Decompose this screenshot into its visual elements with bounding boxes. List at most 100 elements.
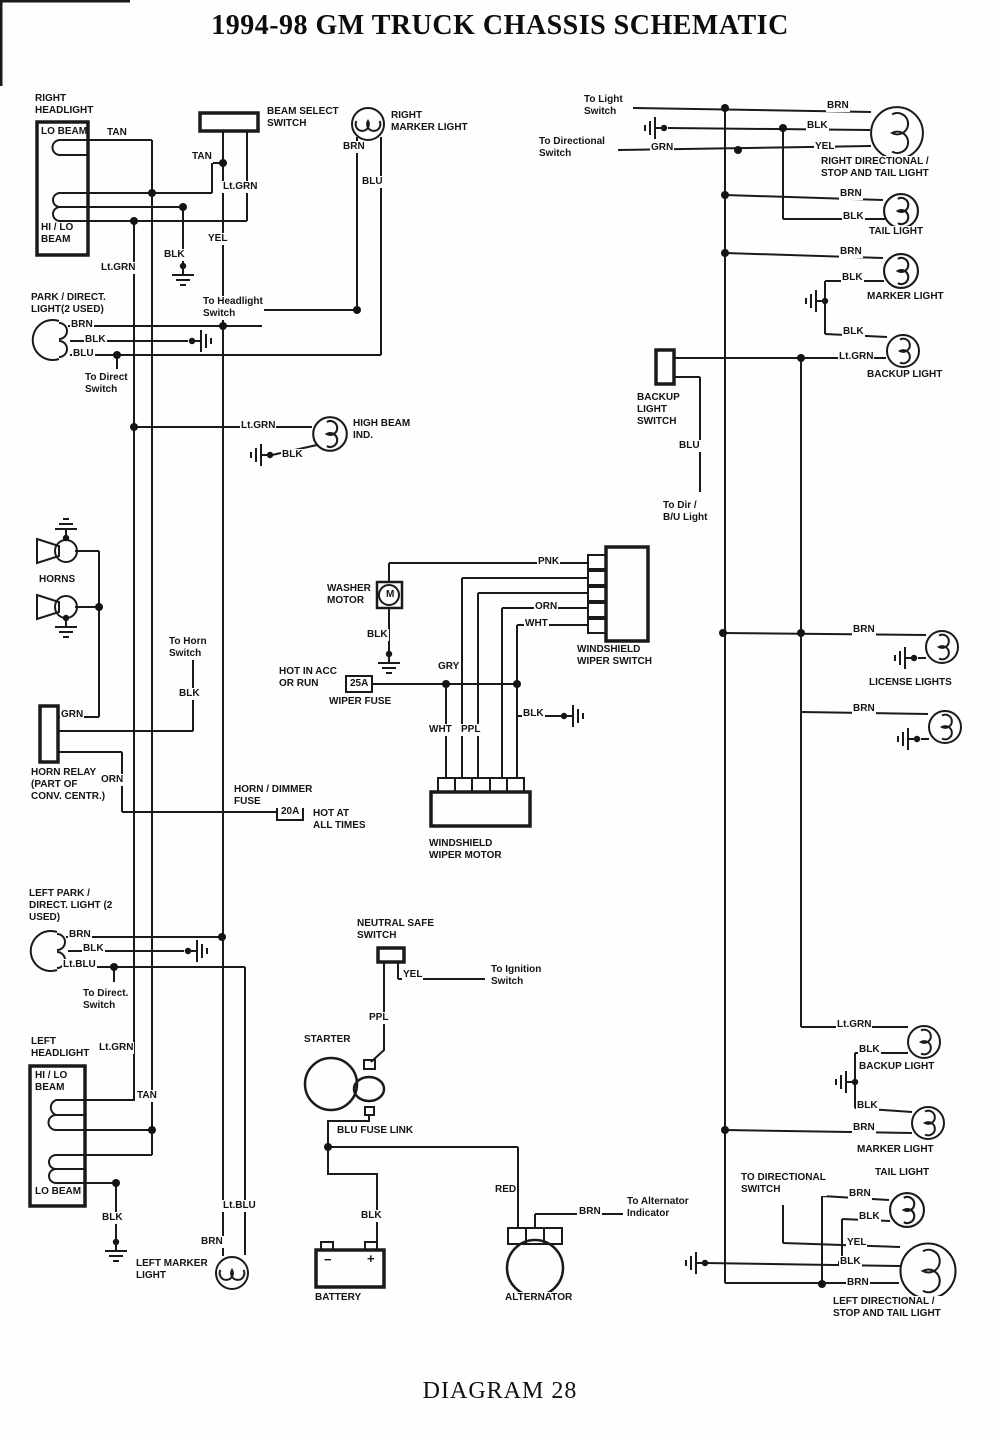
wire-label-wht: WHT: [428, 724, 453, 736]
label-motor-m: M: [386, 589, 395, 600]
wire-label-ltblu: Lt.BLU: [222, 1200, 257, 1212]
wire-label-brn: BRN: [852, 703, 876, 715]
label-marker-light-2: MARKER LIGHT: [856, 1144, 935, 1156]
wire-label-brn: BRN: [846, 1277, 870, 1289]
wire-label-brn: BRN: [200, 1236, 224, 1248]
wire-label-yel: YEL: [814, 141, 836, 153]
label-high-beam-ind: HIGH BEAM IND.: [352, 418, 412, 442]
wire-label-tan: TAN: [191, 151, 213, 163]
wire-label-red: RED: [494, 1184, 518, 1196]
wire-label-yel: YEL: [846, 1237, 868, 1249]
label-battery-minus: −: [324, 1252, 332, 1267]
wire-label-blk: BLK: [178, 688, 201, 700]
wire-label-blu: BLU: [678, 440, 701, 452]
wire-label-ltgrn: Lt.GRN: [836, 1019, 873, 1031]
label-starter: STARTER: [303, 1034, 352, 1046]
wire-label-brn: BRN: [70, 319, 94, 331]
label-to-ignition-switch: To Ignition Switch: [490, 964, 543, 988]
wire-label-ltblu: Lt.BLU: [62, 959, 97, 971]
label-left-directional: LEFT DIRECTIONAL / STOP AND TAIL LIGHT: [832, 1296, 942, 1320]
label-right-directional: RIGHT DIRECTIONAL / STOP AND TAIL LIGHT: [820, 156, 930, 180]
scan-artifact: [0, 0, 130, 3]
wire-label-pnk: PNK: [537, 556, 561, 568]
wire-label-ppl: PPL: [368, 1012, 390, 1024]
wire-label-brn: BRN: [852, 1122, 876, 1134]
wire-label-blk: BLK: [84, 334, 107, 346]
wire-label-blk: BLK: [856, 1100, 879, 1112]
wiring-lines: [28, 107, 929, 1298]
wire-label-blk: BLK: [163, 249, 186, 261]
wire-label-ltgrn: Lt.GRN: [100, 262, 137, 274]
wire-label-blu: BLU: [361, 176, 384, 188]
wire-label-ltgrn: Lt.GRN: [838, 351, 875, 363]
wire-label-tan: TAN: [106, 127, 128, 139]
label-backup-light: BACKUP LIGHT: [866, 369, 944, 381]
label-marker-light: MARKER LIGHT: [866, 291, 945, 303]
label-left-marker-light: LEFT MARKER LIGHT: [135, 1258, 209, 1282]
label-right-headlight: RIGHT HEADLIGHT: [34, 93, 95, 117]
wire-label-ltgrn: Lt.GRN: [98, 1042, 135, 1054]
wire-label-blk: BLK: [841, 272, 864, 284]
label-hi-lo-beam-left: HI / LO BEAM: [35, 1070, 68, 1093]
label-to-light-switch: To Light Switch: [583, 94, 624, 118]
label-fuse-20a: 20A: [281, 806, 300, 817]
label-washer-motor: WASHER MOTOR: [326, 583, 372, 607]
wire-label-brn: BRN: [848, 1188, 872, 1200]
wire-label-ltgrn: Lt.GRN: [222, 181, 259, 193]
wire-label-ltgrn: Lt.GRN: [240, 420, 277, 432]
wire-label-blk: BLK: [842, 211, 865, 223]
label-tail-light: TAIL LIGHT: [868, 226, 925, 238]
label-to-dir-bu-light: To Dir / B/U Light: [662, 500, 709, 524]
label-tail-light-2: TAIL LIGHT: [874, 1167, 931, 1179]
label-right-marker-light: RIGHT MARKER LIGHT: [390, 110, 469, 134]
wire-label-blk: BLK: [842, 326, 865, 338]
label-to-alternator-indicator: To Alternator Indicator: [626, 1196, 690, 1220]
wire-label-grn: GRN: [60, 709, 85, 721]
diagram-number: DIAGRAM 28: [422, 1378, 578, 1404]
label-license-lights: LICENSE LIGHTS: [868, 677, 953, 689]
label-windshield-wiper-motor: WINDSHIELD WIPER MOTOR: [428, 838, 503, 862]
page-title: 1994-98 GM TRUCK CHASSIS SCHEMATIC: [211, 10, 789, 41]
label-park-direct-light: PARK / DIRECT. LIGHT(2 USED): [30, 292, 107, 316]
wire-label-brn: BRN: [852, 624, 876, 636]
wire-label-blk: BLK: [101, 1212, 124, 1224]
wire-label-blk: BLK: [858, 1044, 881, 1056]
wire-label-yel: YEL: [207, 233, 229, 245]
bulb-symbols: [29, 106, 962, 1300]
wire-label-blk: BLK: [82, 943, 105, 955]
wire-label-brn: BRN: [342, 141, 366, 153]
label-to-direct-switch-right: To Direct Switch: [84, 372, 129, 396]
wire-label-blk: BLK: [522, 708, 545, 720]
wire-label-blk: BLK: [366, 629, 389, 641]
label-fuse-25a: 25A: [350, 678, 369, 689]
wire-label-yel: YEL: [402, 969, 424, 981]
label-backup-light-2: BACKUP LIGHT: [858, 1061, 936, 1073]
label-hot-at-all-times: HOT AT ALL TIMES: [312, 808, 367, 832]
wire-label-blk: BLK: [858, 1211, 881, 1223]
wire-label-ppl: PPL: [460, 724, 482, 736]
label-to-headlight-switch: To Headlight Switch: [202, 296, 264, 320]
label-lo-beam-left: LO BEAM: [35, 1186, 82, 1197]
wire-label-wht: WHT: [524, 618, 549, 630]
wire-label-brn: BRN: [578, 1206, 602, 1218]
label-to-horn-switch: To Horn Switch: [168, 636, 208, 660]
label-to-direct-switch-left: To Direct. Switch: [82, 988, 130, 1012]
wire-label-brn: BRN: [839, 188, 863, 200]
label-horn-relay: HORN RELAY (PART OF CONV. CENTR.): [30, 767, 107, 803]
junction-dots: [95, 104, 846, 1288]
label-blu-fuse-link: BLU FUSE LINK: [336, 1125, 415, 1137]
wire-label-tan: TAN: [136, 1090, 158, 1102]
label-windshield-wiper-switch: WINDSHIELD WIPER SWITCH: [576, 644, 653, 668]
label-horns: HORNS: [38, 574, 77, 586]
label-lo-beam: LO BEAM: [41, 126, 88, 137]
wire-label-gry: GRY: [437, 661, 461, 673]
label-horn-dimmer-fuse: HORN / DIMMER FUSE: [233, 784, 314, 808]
wire-label-grn: GRN: [650, 142, 675, 154]
label-hi-lo-beam: HI / LO BEAM: [41, 222, 74, 245]
label-battery-plus: +: [367, 1251, 375, 1266]
wire-label-blk: BLK: [281, 449, 304, 461]
wire-label-blk: BLK: [806, 120, 829, 132]
label-backup-light-switch: BACKUP LIGHT SWITCH: [636, 392, 681, 428]
